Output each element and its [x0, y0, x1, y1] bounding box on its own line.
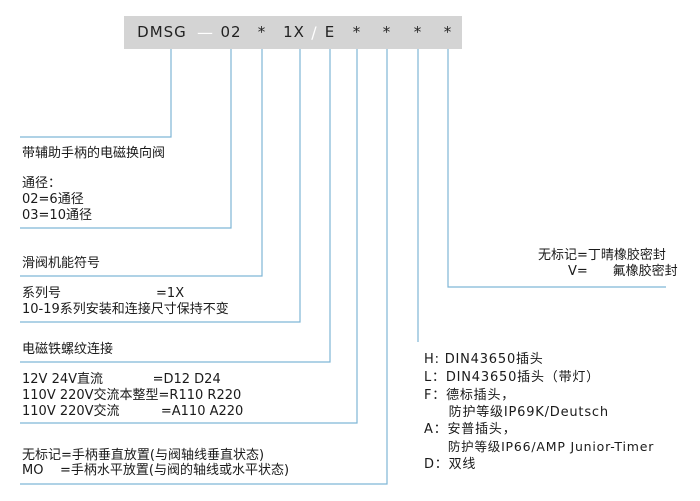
seal-line-2: V= 氟橡胶密封 — [568, 264, 678, 279]
leader-spool — [20, 49, 263, 277]
leader-voltage — [20, 49, 358, 424]
code-seg-star-4: * — [413, 23, 423, 41]
handle-line-2: MO =手柄水平放置(与阀的轴线或水平状态) — [22, 463, 290, 478]
connector-f-line-2: 防护等级IP69K/Deutsch — [424, 405, 609, 420]
bore-title: 通径： — [22, 176, 62, 191]
voltage-line-2: 110V 220V交流本整型=R110 R220 — [22, 388, 242, 403]
leader-series — [20, 49, 301, 323]
voltage-line-3: 110V 220V交流 =A110 A220 — [22, 404, 244, 419]
code-sep-dash: — — [197, 23, 213, 42]
connector-d: D：双线 — [424, 457, 477, 472]
code-seg-star-3: * — [382, 23, 392, 41]
code-seg-e: E — [324, 23, 336, 41]
series-line-1: 系列号 =1X — [22, 286, 185, 301]
leader-seal — [447, 49, 666, 288]
connector-a-line-2: 防护等级IP66/AMP Junior-Timer — [424, 439, 655, 454]
connector-l: L：DIN43650插头（带灯） — [424, 370, 600, 385]
code-seg-star-1: * — [257, 23, 267, 41]
code-seg-02: 02 — [220, 23, 242, 41]
connector-a-line-1: A：安普插头， — [424, 422, 517, 437]
voltage-line-1: 12V 24V直流 =D12 D24 — [22, 372, 221, 387]
leader-valve-type — [20, 49, 172, 138]
bore-option-02: 02=6通径 — [22, 192, 84, 207]
code-seg-star-2: * — [352, 23, 362, 41]
code-sep-slash: / — [311, 23, 317, 42]
seal-line-1: 无标记=丁晴橡胶密封 — [538, 248, 666, 263]
spool-function-label: 滑阀机能符号 — [22, 256, 101, 271]
connector-f-line-1: F：德标插头， — [424, 388, 516, 403]
handle-line-1: 无标记=手柄垂直放置(与阀轴线垂直状态) — [22, 448, 265, 463]
leader-bore — [20, 49, 232, 229]
valve-type-label: 带辅助手柄的电磁换向阀 — [22, 146, 166, 161]
code-seg-1x: 1X — [283, 23, 305, 41]
solenoid-thread-label: 电磁铁螺纹连接 — [22, 342, 114, 357]
series-line-2: 10-19系列安装和连接尺寸保持不变 — [22, 302, 229, 317]
leader-solenoid — [20, 49, 331, 363]
connector-h: H: DIN43650插头 — [424, 352, 544, 367]
bore-option-03: 03=10通径 — [22, 208, 92, 223]
model-code-bar: DMSG — 02 * 1X / E * * * * — [124, 16, 462, 49]
leader-handle — [20, 49, 388, 485]
code-seg-dmsg: DMSG — [137, 23, 187, 41]
code-seg-star-5: * — [443, 23, 453, 41]
